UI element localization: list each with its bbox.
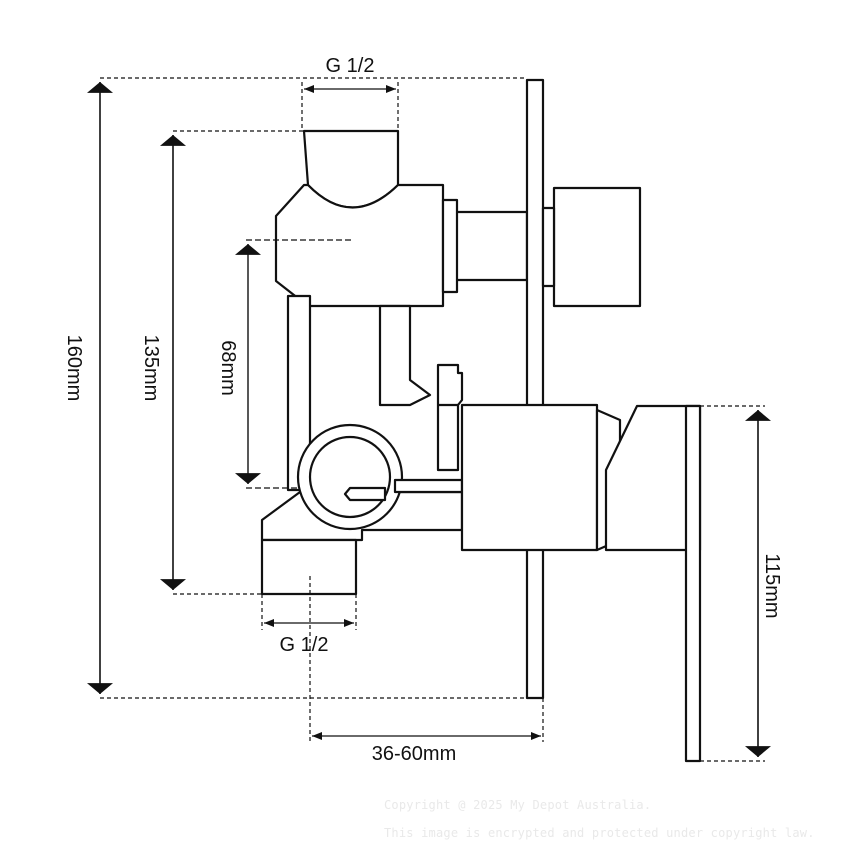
valve-body <box>260 78 702 763</box>
upper-body <box>274 183 445 308</box>
diverter-knob <box>436 363 464 472</box>
mixer-body <box>460 403 599 552</box>
label-handle-height: 115mm <box>761 553 783 618</box>
wall-plate <box>525 78 545 700</box>
dim-top-thread <box>301 82 399 131</box>
dim-overall-height <box>87 77 527 699</box>
dim-bottom-thread <box>261 594 357 630</box>
label-overall-height: 160mm <box>63 335 85 402</box>
label-bottom-thread: G 1/2 <box>280 634 329 656</box>
label-outlet-spacing: 68mm <box>217 340 239 396</box>
angled-connector <box>378 304 432 407</box>
upper-handle-neck <box>541 206 556 288</box>
upper-stem <box>441 198 529 294</box>
lever-handle <box>684 404 702 763</box>
dim-outlet-spacing <box>235 239 352 489</box>
label-wall-depth: 36-60mm <box>372 743 456 765</box>
outlet-ring-inner <box>308 435 392 519</box>
label-body-height: 135mm <box>140 335 162 402</box>
bottom-outlet <box>260 538 358 596</box>
dim-wall-depth <box>309 576 544 742</box>
copyright-line-2: This image is encrypted and protected un… <box>384 826 815 840</box>
label-top-thread: G 1/2 <box>326 55 375 77</box>
dim-handle-height <box>700 405 771 762</box>
upper-handle <box>552 186 642 308</box>
copyright-line-1: Copyright @ 2025 My Depot Australia. <box>384 798 652 812</box>
dim-body-height <box>160 130 304 595</box>
